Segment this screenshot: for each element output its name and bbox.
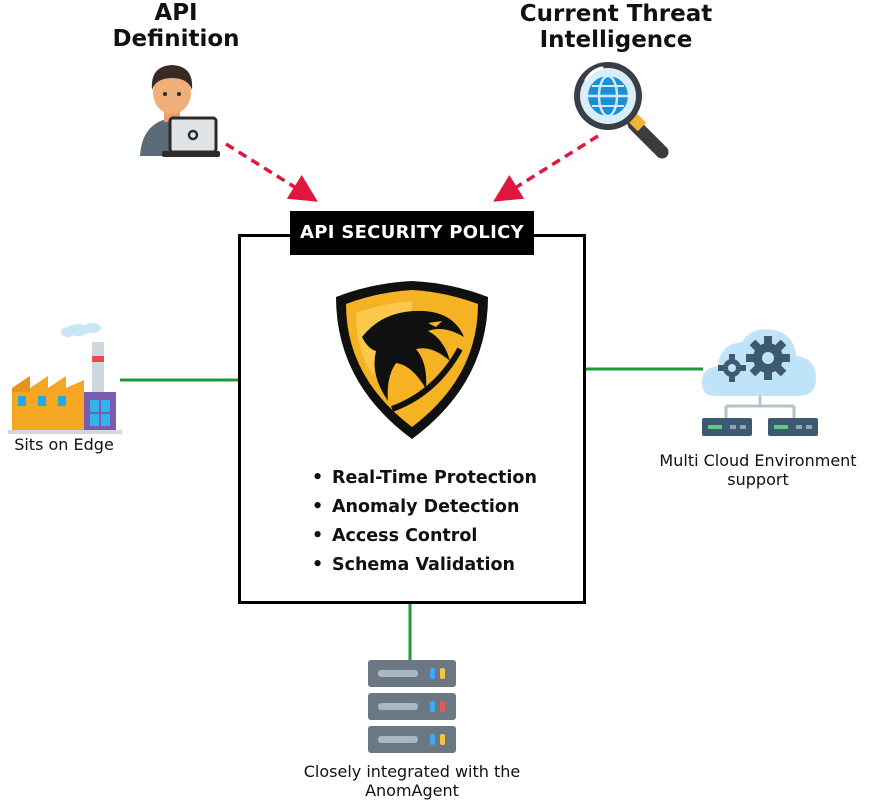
feature-item: • Anomaly Detection <box>312 493 537 522</box>
policy-title: API SECURITY POLICY <box>290 211 534 255</box>
threat-intelligence-heading: Current Threat Intelligence <box>506 1 726 53</box>
edge-caption: Sits on Edge <box>2 435 126 454</box>
arrow-api-definition <box>225 142 318 202</box>
bullet: • <box>312 497 324 517</box>
agent-caption-line-2: AnomAgent <box>365 781 459 800</box>
cloud-caption-line-2: support <box>727 470 789 489</box>
bullet: • <box>312 468 324 488</box>
arrow-threat-intelligence <box>493 134 599 202</box>
feature-item: • Schema Validation <box>312 551 537 580</box>
magnifier-globe-icon <box>574 62 669 159</box>
threat-intelligence-line-1: Current Threat <box>519 1 713 27</box>
api-definition-heading: API Definition <box>96 0 256 52</box>
cloud-gears-icon <box>702 329 818 436</box>
feature-list: • Real-Time Protection • Anomaly Detection… <box>312 464 537 580</box>
cloud-caption: Multi Cloud Environment support <box>640 451 874 489</box>
edge-caption-line-1: Sits on Edge <box>14 435 114 454</box>
factory-icon <box>8 323 122 434</box>
agent-caption: Closely integrated with the AnomAgent <box>272 762 552 800</box>
eagle-shield-icon <box>336 281 488 439</box>
feature-item: • Real-Time Protection <box>312 464 537 493</box>
feature-label: Access Control <box>332 526 478 546</box>
threat-intelligence-line-2: Intelligence <box>539 27 693 53</box>
cloud-caption-line-1: Multi Cloud Environment <box>659 451 857 470</box>
feature-item: • Access Control <box>312 522 537 551</box>
developer-laptop-icon <box>140 65 220 157</box>
feature-label: Real-Time Protection <box>332 468 537 488</box>
api-definition-line-1: API <box>154 0 198 26</box>
bullet: • <box>312 526 324 546</box>
api-definition-line-2: Definition <box>112 26 240 52</box>
bullet: • <box>312 555 324 575</box>
agent-caption-line-1: Closely integrated with the <box>303 762 521 781</box>
server-rack-icon <box>368 660 456 753</box>
feature-label: Schema Validation <box>332 555 516 575</box>
feature-label: Anomaly Detection <box>332 497 520 517</box>
